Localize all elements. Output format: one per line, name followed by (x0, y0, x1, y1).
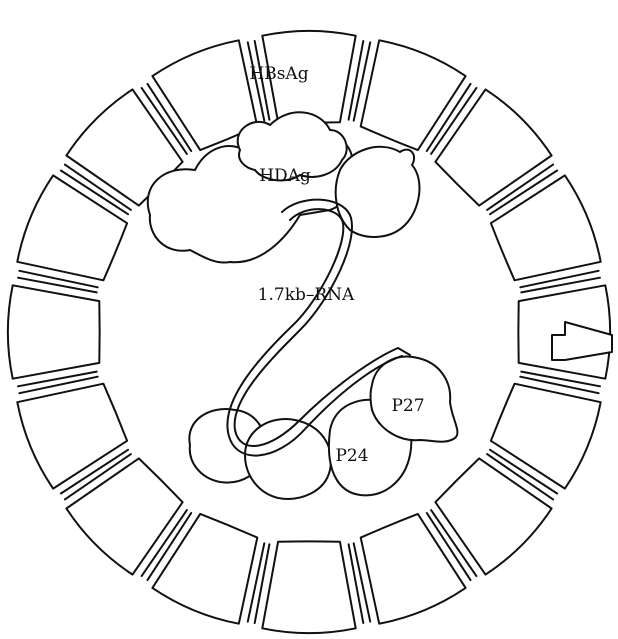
hbsag-subunit (152, 514, 257, 624)
hbsag-subunit (17, 384, 127, 489)
rna-label: 1.7kb–RNA (258, 285, 355, 305)
hbsag-subunit (66, 458, 182, 574)
hbsag-subunit (8, 285, 100, 378)
hbsag-subunit (17, 175, 127, 280)
p24-label: P24 (335, 446, 368, 466)
hbsag-subunit (262, 541, 355, 633)
hbsag-subunit (435, 458, 551, 574)
p27-label: P27 (391, 396, 424, 416)
hbsag-subunit (491, 384, 601, 489)
lower-protein-cluster (189, 357, 457, 499)
hbsag-subunit (435, 89, 551, 205)
hdag-lobe-right (336, 147, 420, 237)
hbsag-subunit (361, 514, 466, 624)
hbsag-label: HBsAg (249, 64, 308, 84)
hbsag-subunit (491, 175, 601, 280)
hbsag-subunit (361, 40, 466, 150)
hdag-label: HDAg (259, 166, 311, 186)
